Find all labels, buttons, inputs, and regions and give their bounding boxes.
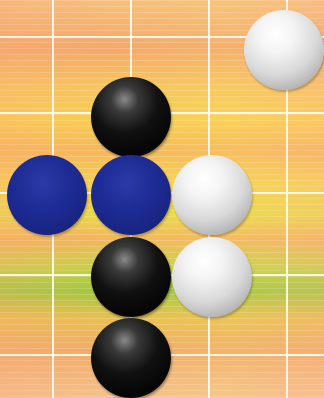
black-stone[interactable]: [91, 237, 171, 317]
white-stone[interactable]: [244, 10, 324, 90]
blue-stone[interactable]: [7, 155, 87, 235]
black-stone[interactable]: [91, 77, 171, 157]
black-stone[interactable]: [91, 318, 171, 398]
white-stone[interactable]: [172, 155, 252, 235]
white-stone[interactable]: [172, 237, 252, 317]
blue-stone[interactable]: [91, 155, 171, 235]
